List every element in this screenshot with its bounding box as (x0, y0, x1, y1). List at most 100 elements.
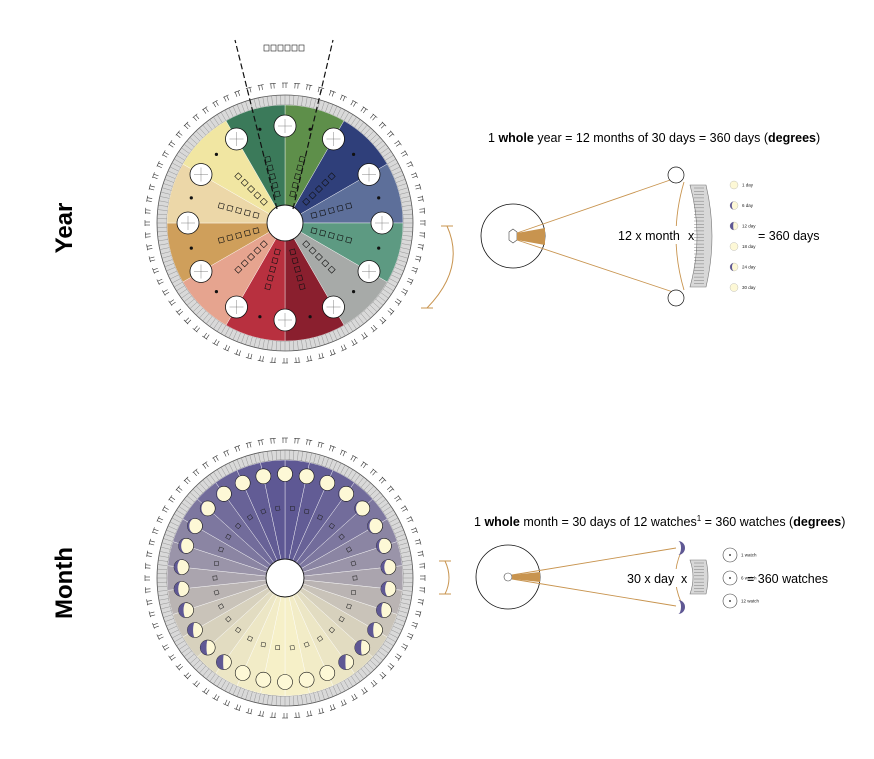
glyph-stroke (144, 207, 147, 214)
ring-tick (213, 116, 220, 126)
sector-glyph (273, 190, 281, 198)
cuneiform-glyph (168, 299, 176, 306)
glyph-stroke (329, 705, 333, 711)
ring-tick (401, 594, 412, 596)
glyph-stroke (379, 318, 384, 323)
ring-tick (176, 510, 186, 516)
cuneiform-glyph (234, 349, 241, 356)
cuneiform-glyph (202, 687, 210, 695)
day-glyph (214, 560, 220, 566)
glyph-stroke (152, 176, 158, 179)
glyph-stroke (149, 543, 155, 546)
watch-label: 1 watch (741, 553, 757, 558)
phase-shade (200, 500, 208, 516)
path-arrow-dot (377, 196, 381, 200)
sector-glyph (298, 283, 306, 291)
glyph-stroke (341, 94, 348, 98)
glyph-stroke (202, 690, 208, 695)
ring-tick (382, 151, 392, 158)
glyph-stroke (261, 84, 263, 90)
glyph-stroke (341, 348, 348, 352)
ring-tick (262, 694, 265, 705)
day-glyph (303, 508, 310, 515)
phase-label: 18 day (742, 244, 756, 249)
cuneiform-glyph (234, 704, 241, 711)
cuneiform-glyph (161, 505, 169, 513)
glyph-stroke (388, 133, 394, 138)
ring-tick (158, 560, 169, 562)
glyph-stroke (394, 301, 400, 305)
ring-tick (313, 453, 317, 464)
glyph-stroke (343, 344, 347, 350)
sector-glyph (302, 197, 311, 206)
ring-tick (392, 270, 403, 276)
ring-tick (157, 568, 168, 570)
ring-tick (360, 124, 368, 133)
ring-tick (220, 680, 227, 689)
ring-tick (206, 670, 213, 679)
ring-tick (402, 209, 413, 211)
ring-tick (157, 564, 168, 566)
year-wedge (517, 228, 545, 245)
cuneiform-glyph (370, 679, 378, 688)
glyph-stroke (307, 356, 309, 362)
glyph-stroke (318, 357, 325, 360)
ring-tick (372, 492, 381, 500)
glyph-stroke (362, 690, 368, 695)
glyph-stroke (318, 353, 321, 359)
cuneiform-glyph (192, 325, 200, 333)
ring-tick (178, 151, 188, 158)
sector-glyph (296, 274, 304, 282)
top-glyph (277, 44, 284, 52)
ring-tick (275, 340, 277, 351)
ring-tick (321, 335, 325, 345)
glyph-stroke (226, 95, 230, 101)
ring-tick (384, 510, 394, 516)
ring-tick (394, 529, 404, 534)
ring-tick (158, 594, 169, 596)
glyph-stroke (154, 625, 159, 629)
ring-tick (382, 506, 392, 513)
ring-tick (317, 336, 321, 347)
ring-tick (217, 677, 223, 687)
glyph-stroke (245, 441, 252, 444)
cuneiform-glyph (401, 288, 409, 296)
glyph-stroke (388, 488, 394, 493)
glyph-stroke (224, 699, 228, 705)
ring-tick (343, 680, 350, 689)
glyph-stroke (206, 689, 210, 695)
glyph-stroke (168, 300, 173, 306)
cuneiform-glyph (401, 643, 409, 651)
ring-tick (401, 200, 412, 203)
sector-glyph (266, 164, 274, 172)
ring-tick (401, 560, 412, 562)
cuneiform-glyph (417, 195, 424, 202)
cuneiform-glyph (400, 150, 409, 157)
cuneiform-glyph (234, 445, 241, 452)
glyph-stroke (381, 671, 386, 676)
glyph-stroke (234, 92, 238, 97)
glyph-stroke (257, 84, 264, 86)
ring-tick (363, 127, 371, 136)
glyph-stroke (203, 332, 207, 338)
cuneiform-glyph (361, 687, 368, 695)
phase-shade (187, 622, 195, 638)
ring-tick (340, 109, 346, 119)
ring-tick (372, 137, 381, 145)
day-glyph (275, 505, 281, 512)
ring-tick (192, 659, 201, 668)
cuneiform-glyph (387, 663, 395, 671)
ring-tick (392, 625, 403, 631)
glyph-stroke (419, 183, 422, 190)
sector-glyph (327, 172, 336, 181)
ring-tick (209, 673, 216, 682)
glyph-stroke (147, 603, 153, 605)
glyph-stroke (176, 308, 182, 313)
cuneiform-glyph (329, 90, 336, 97)
ring-tick (181, 292, 190, 299)
path-arrow-dot (214, 289, 219, 294)
ring-tick (166, 622, 176, 627)
ring-tick (317, 99, 321, 110)
ring-tick (164, 179, 175, 183)
